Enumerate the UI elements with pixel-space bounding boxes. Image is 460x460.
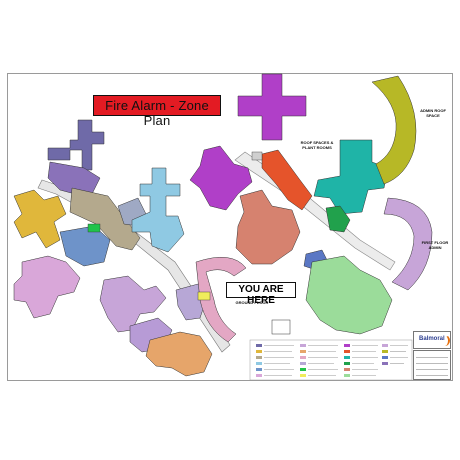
legend-swatches [256, 344, 388, 377]
legend-text-lines [264, 345, 408, 376]
zone-orange-wing [145, 331, 213, 377]
zone-olive-curved-wing [371, 75, 417, 185]
zone-mint-wing [305, 255, 393, 335]
logo-text: Balmoral [419, 336, 445, 342]
title-block-line [416, 375, 448, 376]
zone-khaki-wing [69, 187, 141, 251]
first-floor-admin-label: FIRST FLOOR ADMIN [421, 240, 449, 250]
title-block-line [416, 363, 448, 364]
zone-green-highlight [87, 223, 101, 233]
legend [249, 339, 413, 381]
zone-green-block [325, 205, 351, 233]
roof-spaces-label: ROOF SPACES & PLANT ROOMS [300, 140, 334, 150]
logo-swoosh-icon [440, 335, 450, 346]
zone-pink-crescent [195, 256, 247, 343]
zone-teal-wing [313, 139, 389, 215]
zone-grey-central-block [251, 151, 263, 161]
admin-roof-space-label: ADMIN ROOF SPACE [420, 108, 446, 118]
zone-navy-purple-wing [47, 119, 105, 171]
you-are-here-marker: YOU ARE HERE [226, 282, 296, 306]
zone-terracotta-wing [235, 189, 301, 265]
zone-yellow-highlight [197, 291, 211, 301]
zone-lavender-wing [99, 275, 167, 333]
title-block-line [416, 357, 448, 358]
zone-orange-red-wing [261, 149, 313, 211]
plan-title: Fire Alarm - Zone Plan [105, 98, 209, 128]
title-block-line [416, 369, 448, 370]
zone-magenta-top-wing [237, 73, 307, 141]
ground-floor-label: GROUND FLOOR [235, 300, 269, 305]
zone-gold-wing [13, 189, 67, 249]
zone-pink-wing [13, 255, 81, 319]
zone-magenta-left-wing [189, 145, 253, 211]
zone-blue-block [59, 225, 111, 267]
drawing-title-block [413, 350, 451, 380]
zone-light-blue-wing [131, 167, 185, 253]
zone-lavender-curved-wing [383, 197, 433, 291]
company-logo: Balmoral [413, 331, 451, 349]
zone-small-square [271, 319, 291, 335]
title-banner: Fire Alarm - Zone Plan [93, 95, 221, 128]
you-are-here-label: YOU ARE HERE [238, 284, 284, 306]
